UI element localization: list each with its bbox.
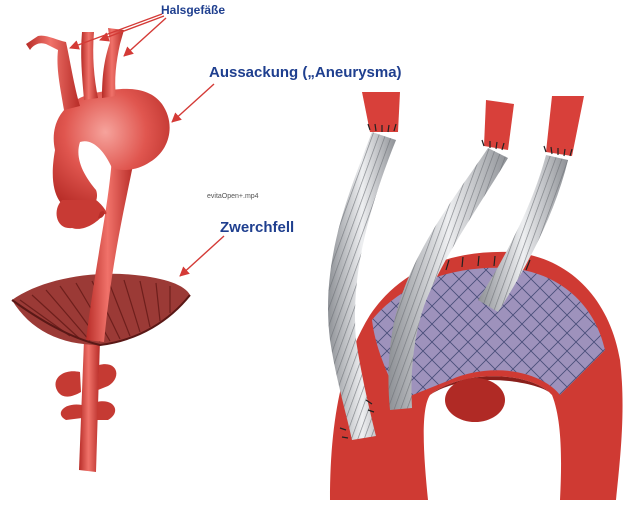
neck-vessel-stump-2 xyxy=(484,100,514,150)
neck-vessel-stump-1 xyxy=(362,92,400,132)
aneurysm-arrow xyxy=(172,84,214,122)
aortic-root xyxy=(57,200,107,229)
pulmonary-artery xyxy=(445,378,505,422)
abdominal-aorta xyxy=(79,340,100,472)
label-diaphragm: Zwerchfell xyxy=(220,219,294,236)
left-aorta-figure xyxy=(12,14,224,472)
abdominal-branch-left xyxy=(55,371,81,396)
file-caption: evitaOpen+.mp4 xyxy=(207,193,259,200)
neck-vessel-stump-3 xyxy=(546,96,584,156)
diaphragm-arrow xyxy=(180,236,224,276)
renal-branch-2 xyxy=(97,401,115,420)
right-repair-figure xyxy=(328,92,623,500)
abdominal-branch-right xyxy=(98,364,116,390)
label-neck-vessels: Halsgefäße xyxy=(161,3,225,17)
renal-branch xyxy=(61,405,82,420)
label-aneurysm: Aussackung („Aneurysma) xyxy=(209,64,402,81)
